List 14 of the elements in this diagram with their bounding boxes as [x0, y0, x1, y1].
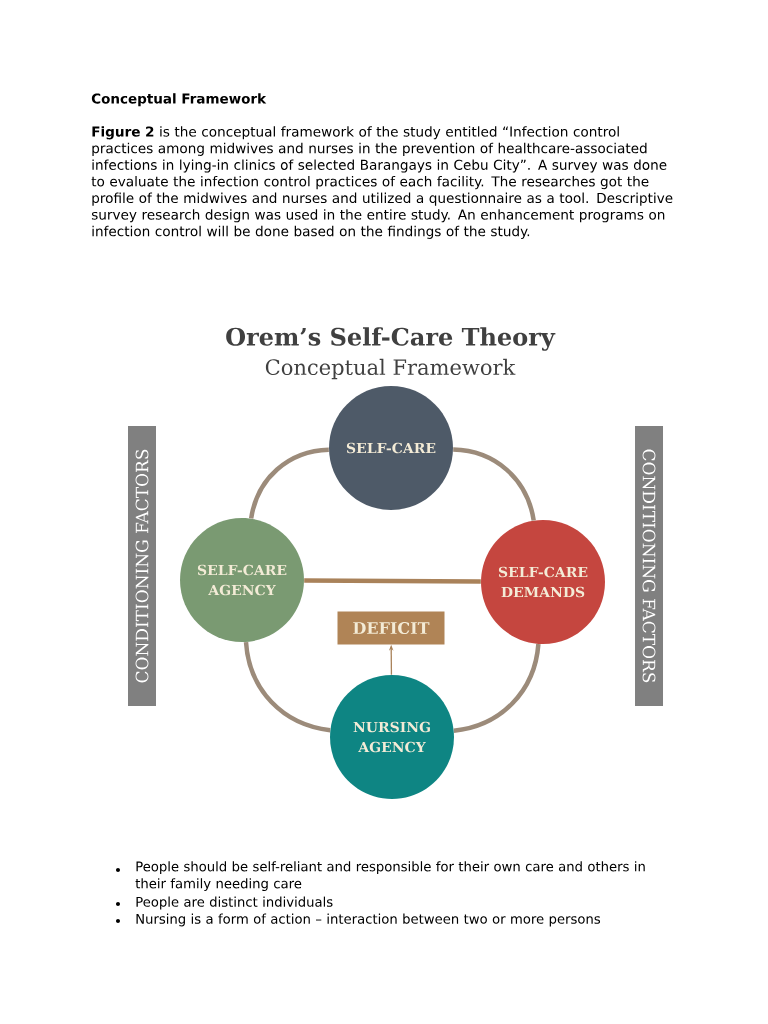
large-heading: Orem’s Self-Care Theory — [226, 327, 556, 351]
side-band: CONDITIONING FACTORS — [635, 426, 663, 706]
connector — [453, 643, 541, 733]
connector — [243, 641, 331, 733]
connector — [248, 447, 329, 519]
connector — [304, 578, 481, 584]
paragraph: Figure 2 is the conceptual framework of the study entitled “Infection control practices among midwives and nurses in the prevention of healthcare-associated infections in lying-in clinics of selected Barangays in Cebu City”. A survey was done to evaluate the infection control practices of each facility. The researches got the profile of the midwives and nurses and utilized a questionnaire as a tool. Descriptive survey research design was used in the entire study. An enhancement programs on infection control will be done based on the findings of the study. — [91, 126, 673, 239]
side-band: CONDITIONING FACTORS — [128, 426, 156, 706]
bullet-text: People should be self-reliant and responsible for their own care and others in their family needing care — [135, 861, 645, 891]
bullet-text: Nursing is a form of action – interaction between two or more persons — [136, 913, 601, 927]
heading: Conceptual Framework — [91, 93, 267, 107]
bullet-text: People are distinct individuals — [136, 896, 333, 910]
connector — [453, 447, 536, 521]
deficit-box: DEFICIT — [337, 611, 445, 645]
